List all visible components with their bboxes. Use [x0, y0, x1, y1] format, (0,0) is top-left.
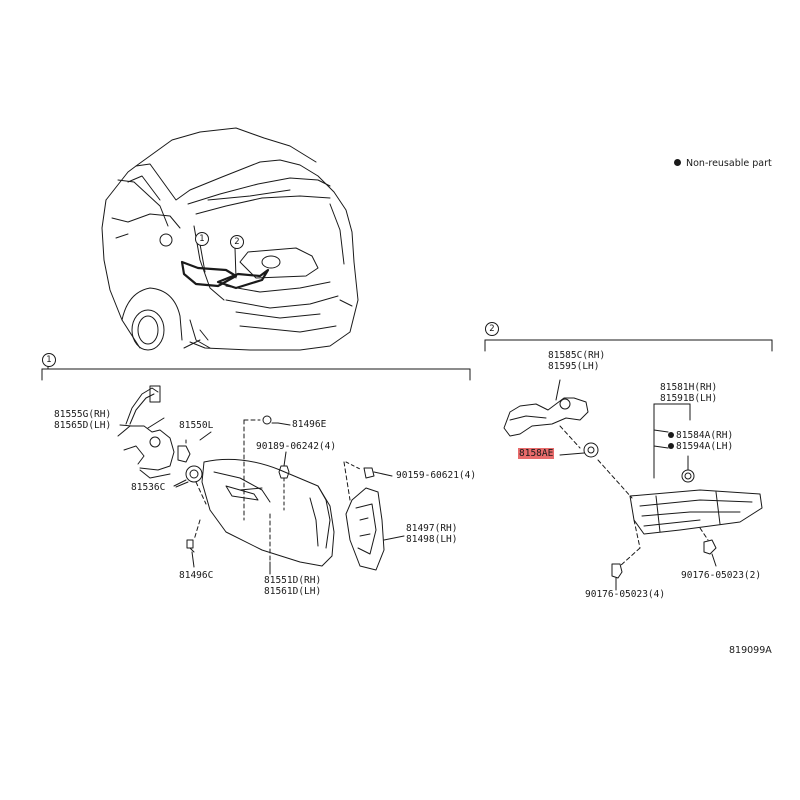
bracket-81497	[343, 461, 405, 571]
part-label-81536C[interactable]: 81536C	[131, 482, 165, 493]
part-label-81584A[interactable]: 81584A(RH) 81594A(LH)	[668, 430, 733, 452]
part-number-rh: 81497(RH)	[406, 523, 458, 534]
section-1-bracket	[41, 365, 471, 381]
clip-81496C	[186, 519, 201, 553]
part-number: 81536C	[131, 482, 166, 493]
part-number-rh: 81584A(RH)	[668, 430, 733, 441]
part-label-90176-4[interactable]: 90176-05023(4)	[585, 589, 665, 600]
part-label-81497[interactable]: 81497(RH) 81498(LH)	[406, 523, 457, 545]
diagram-reference-code: 819099A	[729, 645, 772, 656]
part-label-90176-2[interactable]: 90176-05023(2)	[681, 570, 761, 581]
highlighted-part-number: 8158AE	[518, 448, 555, 459]
part-label-90159[interactable]: 90159-60621(4)	[396, 470, 476, 481]
part-label-81496C[interactable]: 81496C	[179, 570, 213, 581]
section-2-marker: 2	[485, 322, 499, 336]
part-label-81581H[interactable]: 81581H(RH) 81591B(LH)	[660, 382, 717, 404]
part-number: 81550L	[179, 420, 214, 431]
part-label-90189[interactable]: 90189-06242(4)	[256, 441, 336, 452]
legend-text: Non-reusable part	[686, 158, 772, 169]
lamp-assembly-81581H	[619, 489, 763, 567]
legend: Non-reusable part	[674, 158, 772, 169]
non-reusable-dot-icon	[674, 159, 681, 166]
callout-1: 1	[195, 232, 209, 246]
part-label-81551D[interactable]: 81551D(RH) 81561D(LH)	[264, 575, 321, 597]
callout-2: 2	[230, 235, 244, 249]
part-number-rh: 81555G(RH)	[54, 409, 112, 420]
part-number-lh: 81565D(LH)	[54, 420, 112, 431]
non-reusable-dot-icon	[668, 443, 674, 449]
screws-90189	[262, 415, 290, 511]
part-number-lh: 81561D(LH)	[264, 586, 322, 597]
gasket-81584A	[681, 455, 695, 483]
non-reusable-dot-icon	[668, 432, 674, 438]
section-2-bracket	[484, 339, 773, 352]
bulb-8158AE	[559, 442, 633, 499]
part-number-lh: 81498(LH)	[406, 534, 458, 545]
part-number: 90159-60621(4)	[396, 470, 477, 481]
vehicle-rear-illustration	[101, 127, 359, 351]
part-number-lh: 81594A(LH)	[668, 441, 733, 452]
part-label-81550L[interactable]: 81550L	[179, 420, 213, 431]
socket-wire-81585C	[503, 379, 589, 449]
part-number-lh: 81595(LH)	[548, 361, 600, 372]
section-1-marker: 1	[42, 353, 56, 367]
part-number-rh: 81551D(RH)	[264, 575, 322, 586]
bracket-lines-81581H	[653, 403, 691, 479]
screws-90176	[611, 539, 717, 591]
socket-wire-assembly	[117, 385, 207, 505]
part-number: 90176-05023(4)	[585, 589, 666, 600]
part-label-8158AE[interactable]: 8158AE	[518, 448, 555, 459]
part-number-lh: 81591B(LH)	[660, 393, 718, 404]
part-number-rh: 81585C(RH)	[548, 350, 606, 361]
part-number: 81496C	[179, 570, 214, 581]
part-number-rh: 81581H(RH)	[660, 382, 718, 393]
part-label-81496E[interactable]: 81496E	[292, 419, 326, 430]
part-label-81585C[interactable]: 81585C(RH) 81595(LH)	[548, 350, 605, 372]
part-number: 90189-06242(4)	[256, 441, 337, 452]
part-label-81555G[interactable]: 81555G(RH) 81565D(LH)	[54, 409, 111, 431]
part-number: 81496E	[292, 419, 327, 430]
part-number: 90176-05023(2)	[681, 570, 762, 581]
